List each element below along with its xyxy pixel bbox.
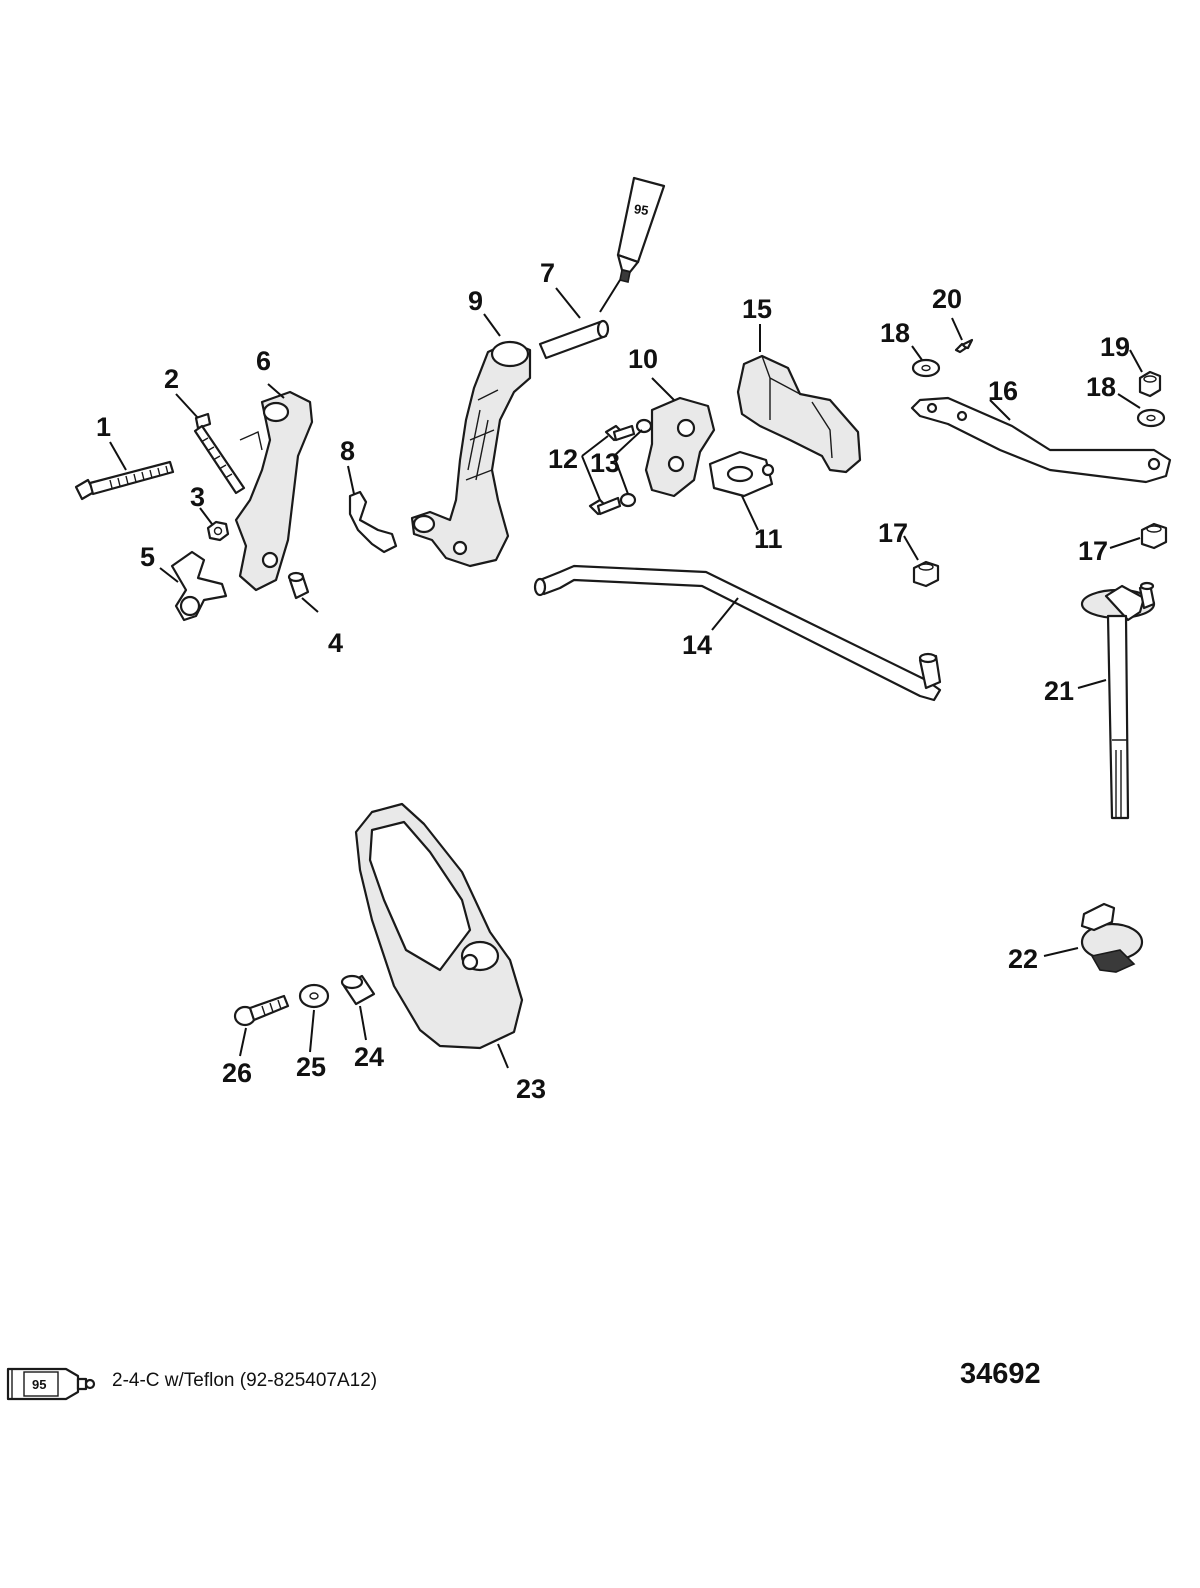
callout-22: 22 bbox=[1008, 944, 1038, 974]
callout-18-right: 18 bbox=[1086, 372, 1116, 402]
sealant-legend-text: 2-4-C w/Teflon (92-825407A12) bbox=[112, 1370, 378, 1391]
callout-21: 21 bbox=[1044, 676, 1074, 706]
legend-tube-icon: 95 bbox=[6, 1367, 96, 1401]
part-22-detent bbox=[1080, 902, 1144, 973]
callout-24: 24 bbox=[354, 1042, 384, 1072]
part-5-lever bbox=[170, 550, 228, 622]
callout-19: 19 bbox=[1100, 332, 1130, 362]
part-1-bolt bbox=[74, 460, 175, 501]
callout-5: 5 bbox=[140, 542, 155, 572]
part-18-washers bbox=[911, 358, 1166, 428]
callout-13: 13 bbox=[590, 448, 620, 478]
callout-14: 14 bbox=[682, 630, 712, 660]
part-7-pin bbox=[538, 319, 610, 360]
callout-10: 10 bbox=[628, 344, 658, 374]
part-6-throttle-arm bbox=[234, 390, 314, 592]
part-10-mount bbox=[644, 396, 716, 498]
sealant-tube-label: 95 bbox=[633, 201, 649, 218]
callout-3: 3 bbox=[190, 482, 205, 512]
callout-20: 20 bbox=[932, 284, 962, 314]
part-11-bracket bbox=[708, 450, 775, 498]
callout-7: 7 bbox=[540, 258, 555, 288]
part-19-nut bbox=[1138, 370, 1162, 398]
callout-2: 2 bbox=[164, 364, 179, 394]
callout-23: 23 bbox=[516, 1074, 546, 1104]
callout-1: 1 bbox=[96, 412, 111, 442]
callout-25: 25 bbox=[296, 1052, 326, 1082]
callout-17-left: 17 bbox=[878, 518, 908, 548]
callout-15: 15 bbox=[742, 294, 772, 324]
part-21-shift-shaft bbox=[1080, 581, 1156, 820]
part-24-bushing bbox=[340, 974, 376, 1006]
sealant-tube-icon: 95 bbox=[616, 176, 666, 283]
part-4-bushing bbox=[287, 571, 310, 600]
part-8-clip bbox=[348, 490, 398, 554]
callout-16: 16 bbox=[988, 376, 1018, 406]
callout-8: 8 bbox=[340, 436, 355, 466]
part-12-screws bbox=[588, 424, 636, 516]
callout-11: 11 bbox=[754, 524, 783, 554]
callout-4: 4 bbox=[328, 628, 343, 658]
callout-12: 12 bbox=[548, 444, 578, 474]
part-16-link-plate bbox=[910, 396, 1172, 484]
callout-6: 6 bbox=[256, 346, 271, 376]
part-20-pin bbox=[954, 338, 974, 354]
part-26-screw bbox=[233, 994, 290, 1027]
part-9-bracket bbox=[410, 340, 532, 568]
part-2-screw bbox=[193, 412, 246, 495]
callout-17-right: 17 bbox=[1078, 536, 1108, 566]
callout-26: 26 bbox=[222, 1058, 252, 1088]
part-13-spacers bbox=[619, 418, 653, 508]
part-23-cover bbox=[354, 802, 524, 1050]
part-14-rod bbox=[533, 564, 942, 702]
part-25-washer bbox=[298, 983, 330, 1009]
callout-9: 9 bbox=[468, 286, 483, 316]
part-17-nuts bbox=[912, 522, 1168, 588]
part-3-nut bbox=[206, 520, 230, 542]
part-15-housing bbox=[736, 354, 862, 474]
callout-18-left: 18 bbox=[880, 318, 910, 348]
leader-lines bbox=[109, 279, 1143, 1069]
diagram-number: 34692 bbox=[960, 1358, 1041, 1390]
legend-tube-label: 95 bbox=[32, 1377, 46, 1392]
